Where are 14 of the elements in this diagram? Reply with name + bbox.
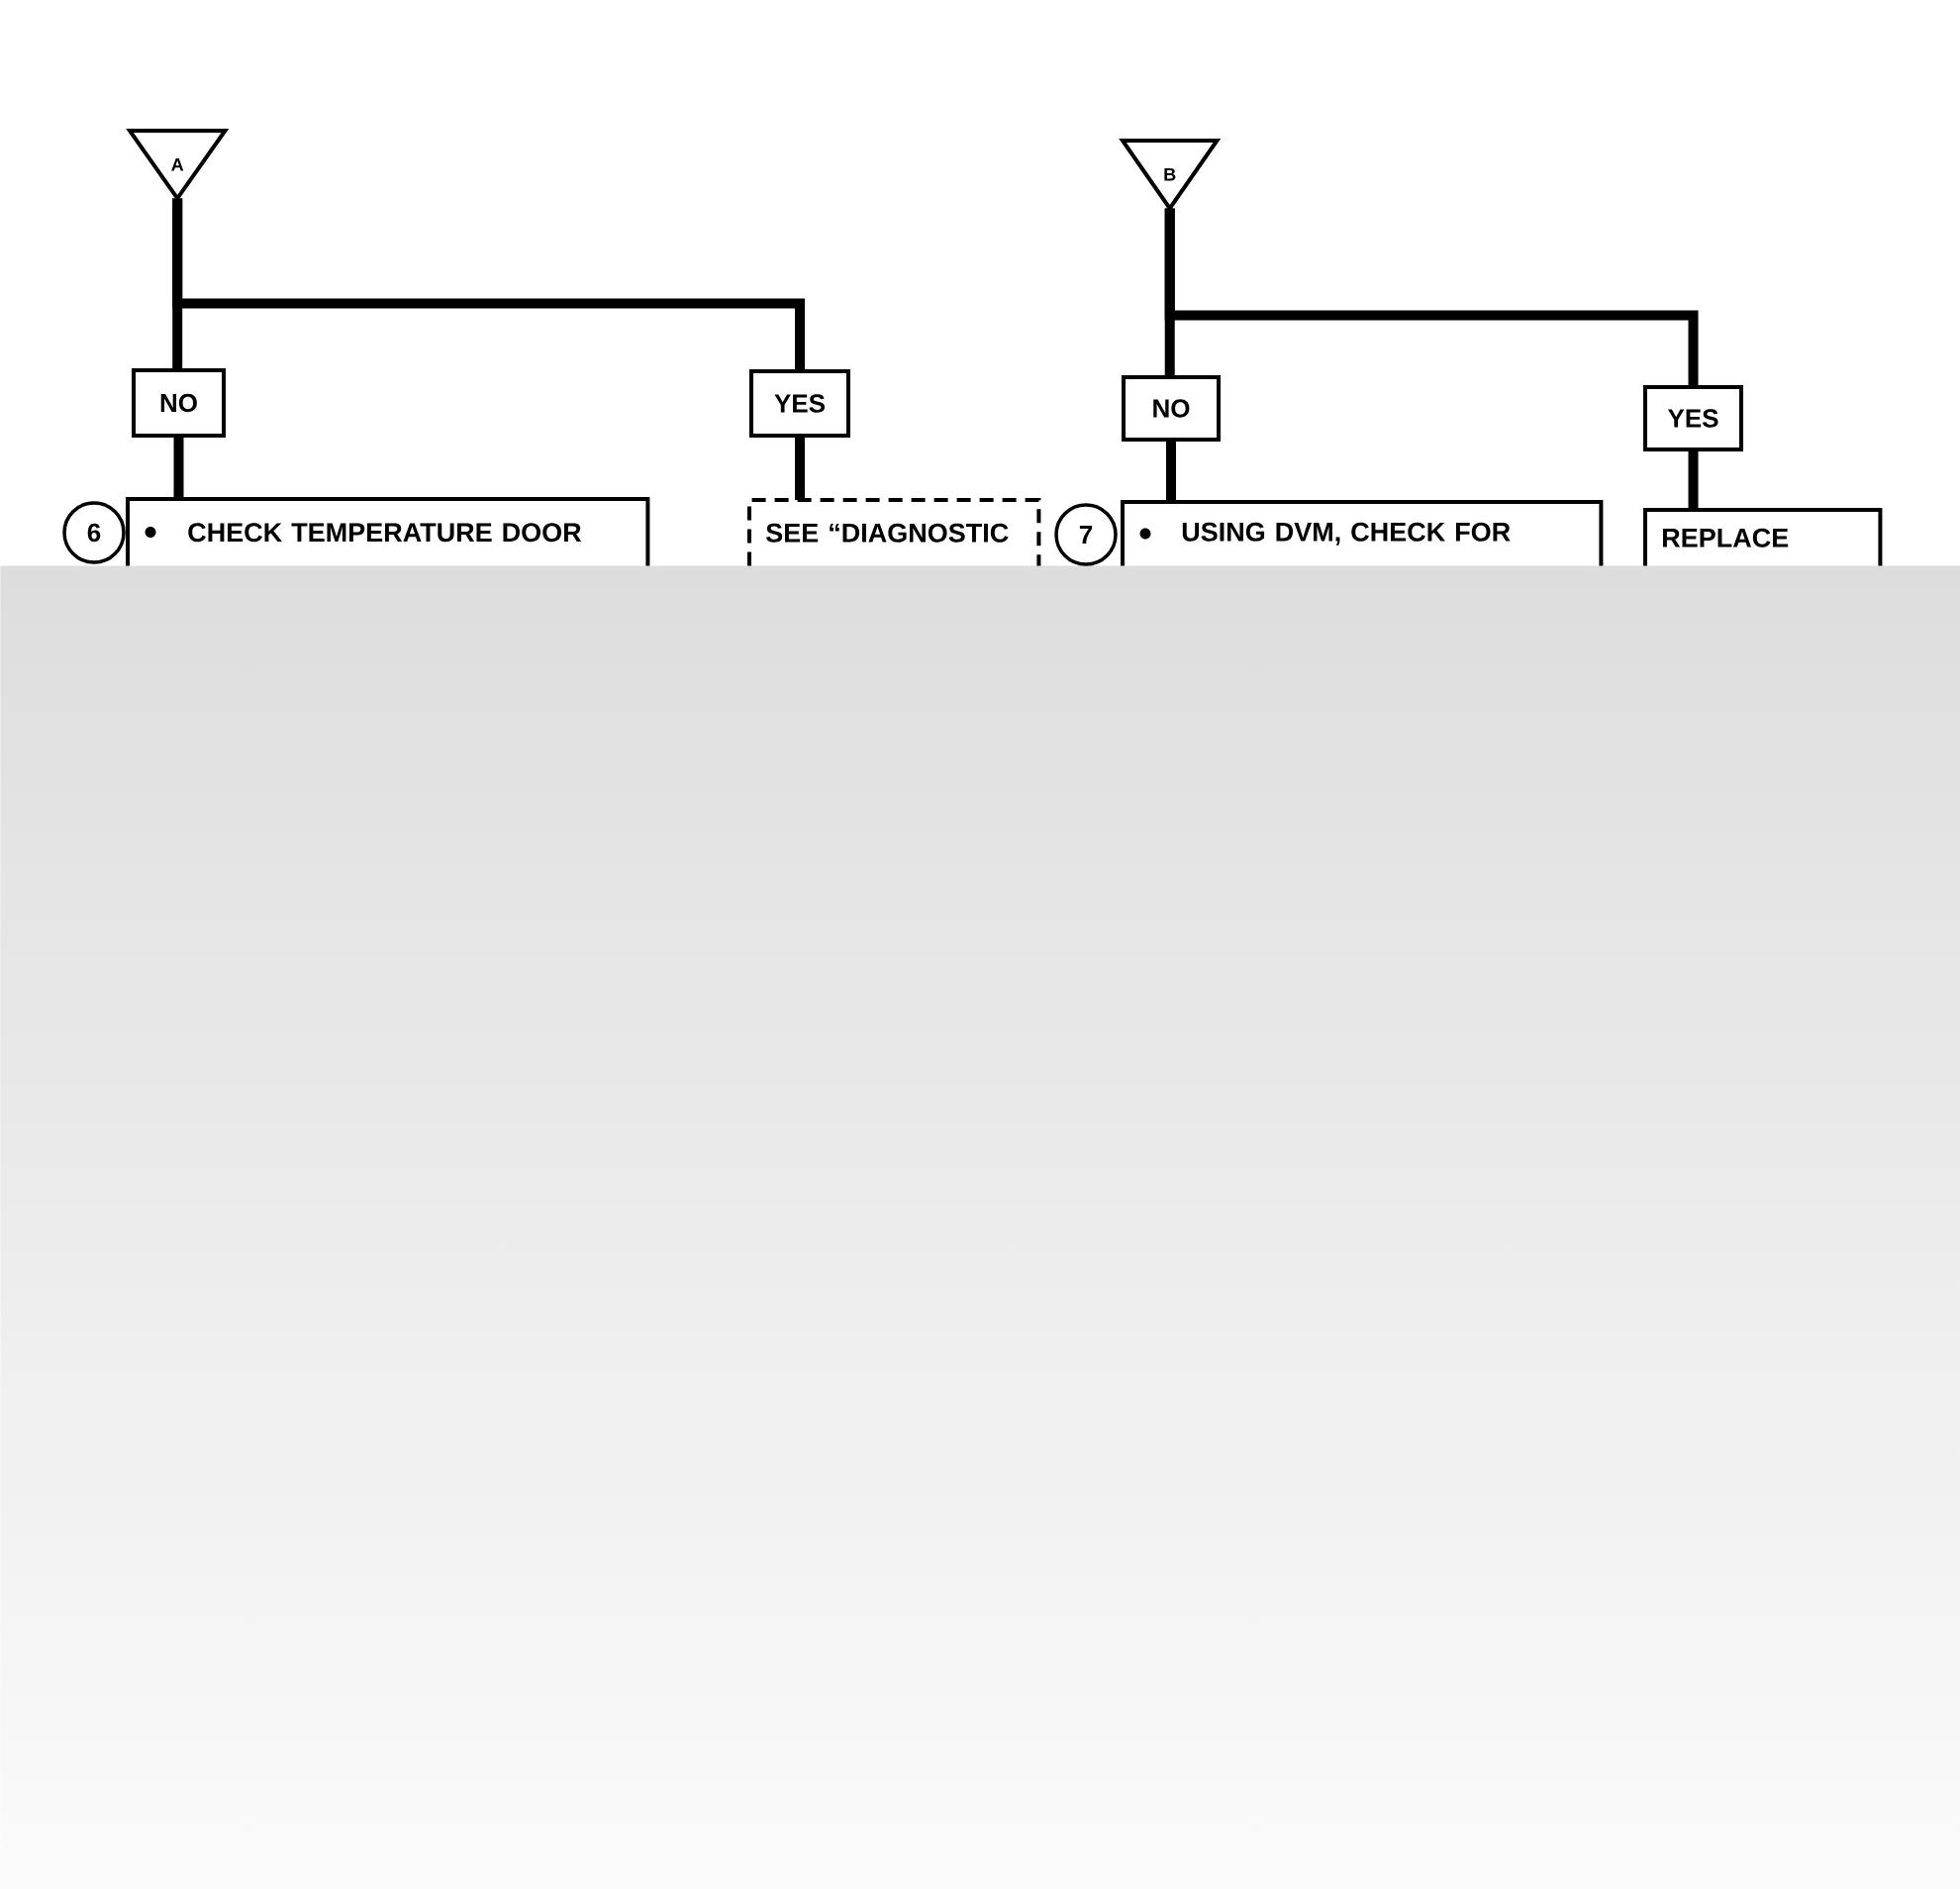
branch-label-box: YES [1643,385,1743,451]
flow-line [172,198,805,369]
branch-label-box: NO [1122,375,1221,442]
flow-line [795,438,805,500]
action-box: USING DVM, CHECK FOR [1121,500,1604,566]
flow-line [173,438,184,499]
branch-label-box: YES [749,369,850,438]
action-box: REPLACE [1643,508,1883,566]
reference-box: SEE “DIAGNOSTIC [747,498,1041,566]
branch-label-box: NO [132,368,226,438]
flow-line [1164,208,1699,385]
flow-line [1688,451,1699,510]
action-box: CHECK TEMPERATURE DOOR [126,497,650,566]
flow-line [1166,442,1176,502]
